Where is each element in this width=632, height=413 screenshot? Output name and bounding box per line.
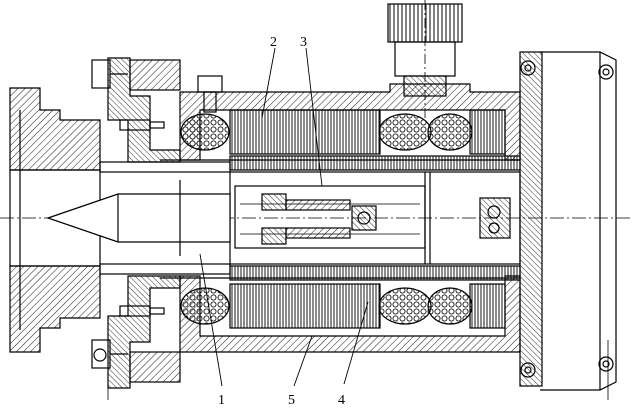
housing-screw — [197, 75, 223, 113]
inner-bearing-middle — [351, 205, 377, 231]
cover-bolt-bottom-right — [598, 356, 614, 372]
leader-4 — [343, 301, 369, 385]
stator-winding — [180, 113, 473, 325]
flange-bolt-head-1 — [93, 348, 107, 362]
cover-bolt-bottom-left — [520, 362, 536, 378]
callout-5: 5 — [288, 393, 295, 408]
rotor-core — [160, 155, 521, 281]
terminal-knob — [387, 0, 463, 120]
leader-2 — [261, 47, 276, 119]
inner-bearing-left — [261, 193, 287, 245]
cover-bolt-top-right — [598, 64, 614, 80]
center-cone — [46, 180, 231, 256]
leader-5 — [293, 335, 313, 387]
left-flange — [9, 87, 101, 353]
callout-4: 4 — [338, 393, 345, 408]
shield-screw-top — [119, 119, 165, 131]
leader-1 — [199, 253, 223, 387]
right-end-cover — [519, 51, 617, 391]
stator-core — [229, 109, 506, 329]
inner-bearing-right — [479, 197, 511, 239]
callout-3: 3 — [300, 35, 307, 50]
callout-2: 2 — [270, 35, 277, 50]
leader-3 — [305, 47, 323, 187]
spindle-rod — [240, 199, 420, 239]
hub-sleeve — [99, 161, 231, 275]
shield-screw-bottom — [119, 305, 165, 317]
callout-1: 1 — [218, 393, 225, 408]
cover-bolt-top-left — [520, 60, 536, 76]
